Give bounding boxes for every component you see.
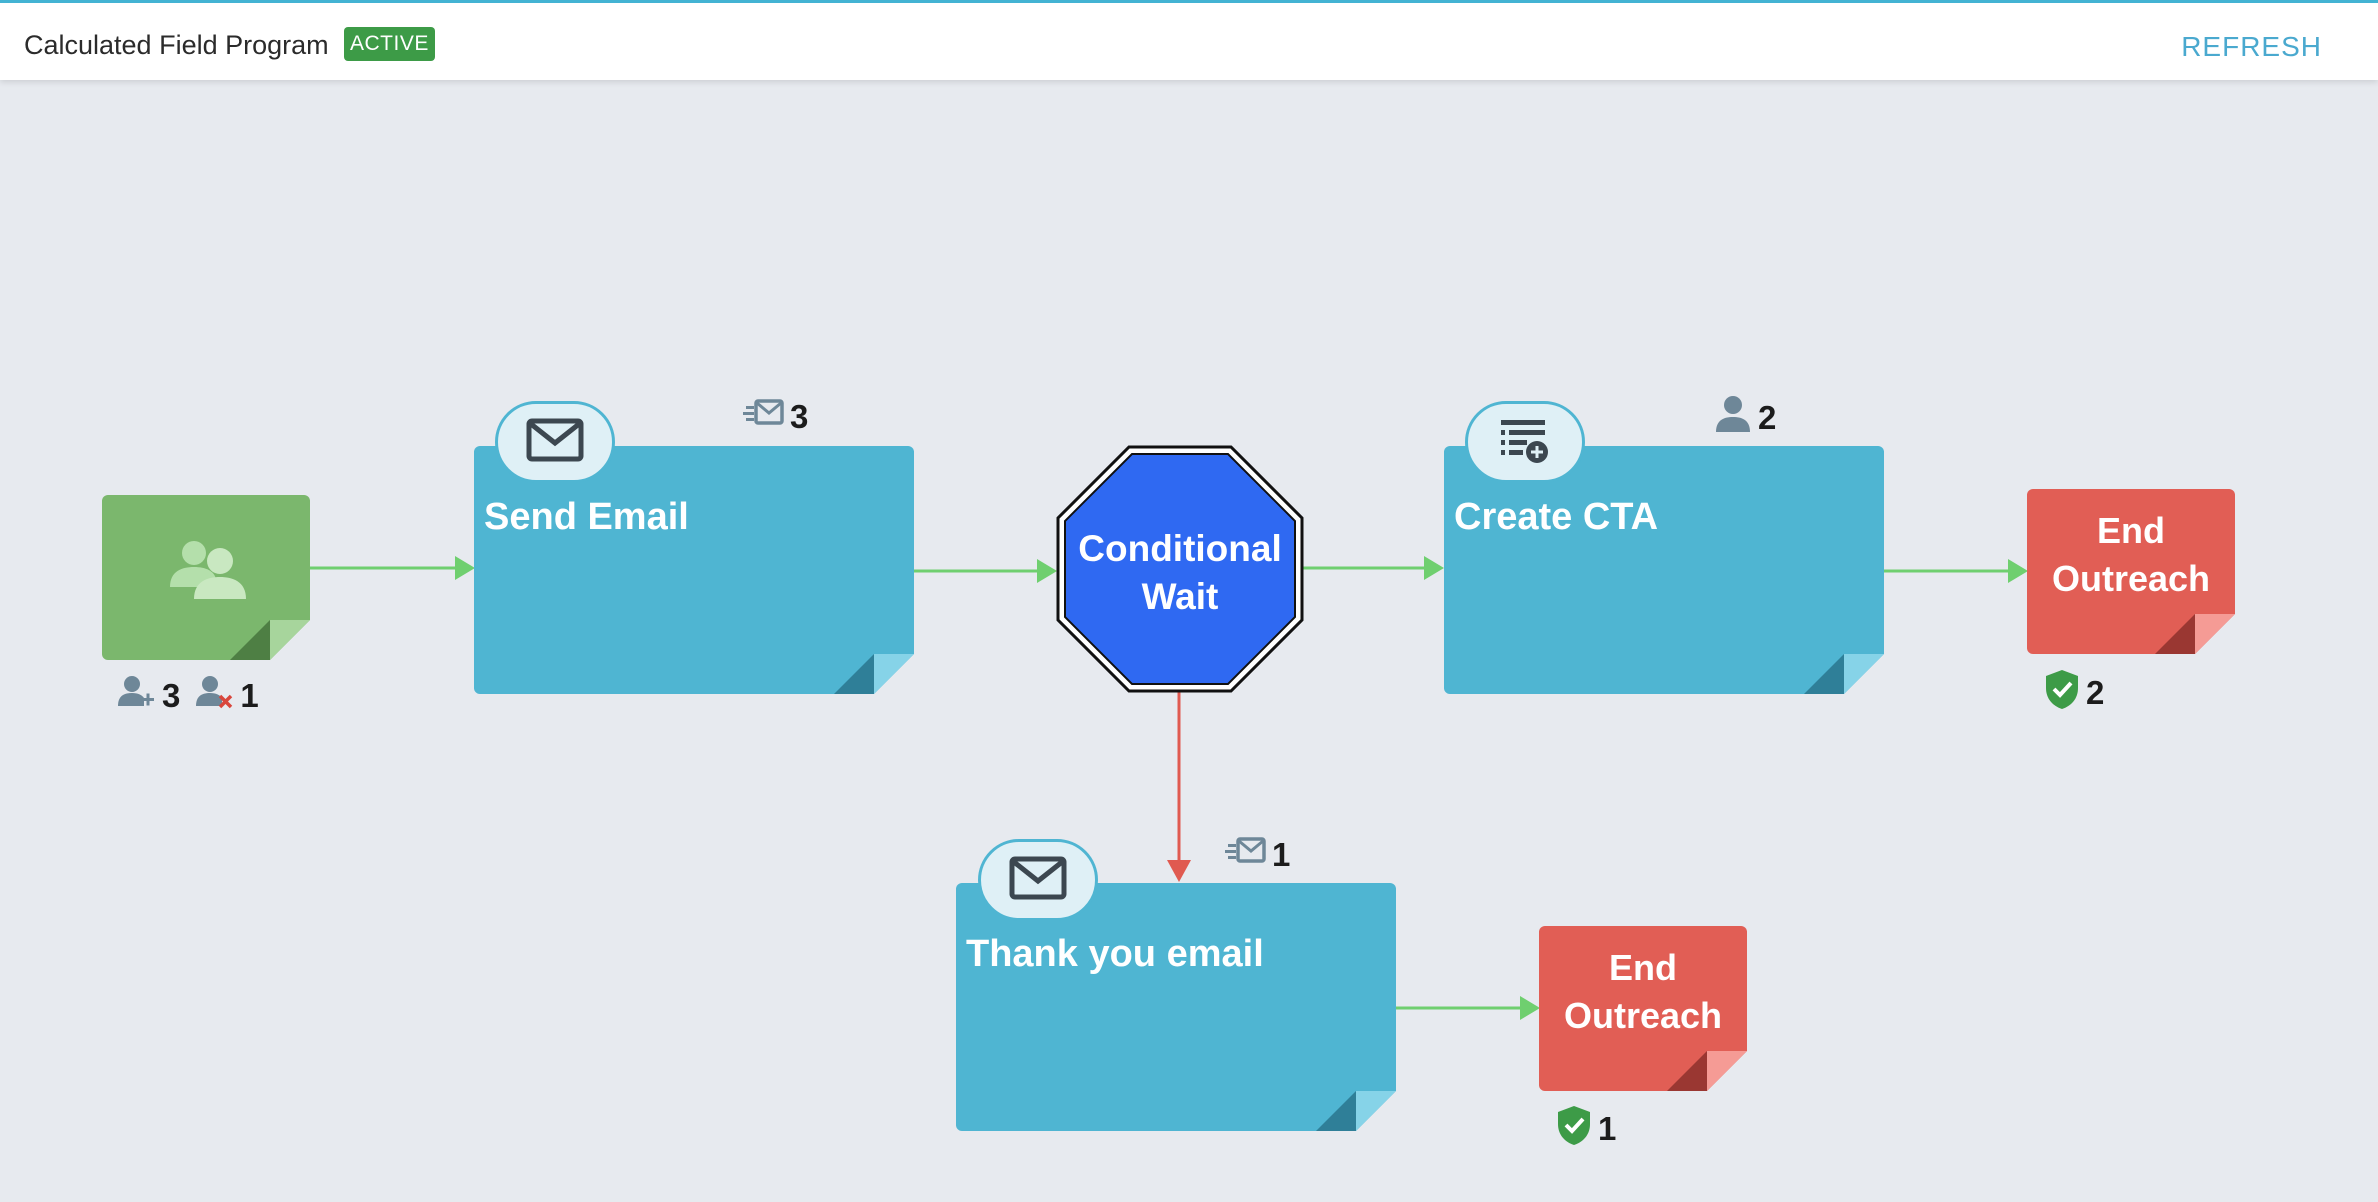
arrowhead	[1037, 559, 1057, 583]
end-outreach-bottom-stat: 1	[1556, 1104, 1616, 1154]
send-email-label: Send Email	[484, 496, 689, 538]
end-outreach-label: End Outreach	[1563, 947, 1723, 1036]
thank-you-email-sent-count: 1	[1272, 836, 1291, 873]
program-header: Calculated Field Program ACTIVE REFRESH	[0, 0, 2378, 80]
start-stats: 3 1	[116, 672, 259, 720]
arrowhead	[1167, 860, 1191, 882]
email-sent-icon	[742, 398, 784, 436]
arrowhead	[2008, 559, 2028, 583]
send-email-node[interactable]: Send Email	[474, 446, 914, 694]
create-cta-type-badge	[1465, 401, 1585, 483]
user-add-icon	[116, 672, 156, 720]
arrowhead	[1520, 996, 1540, 1020]
conditional-wait-label: Conditional Wait	[1078, 528, 1282, 617]
flow-canvas: 3 1 Send Email	[0, 80, 2378, 1202]
send-email-sent-count: 3	[790, 398, 809, 435]
thank-you-email-sent-stat: 1	[1224, 836, 1290, 874]
end-outreach-bottom-count: 1	[1598, 1110, 1617, 1147]
program-title: Calculated Field Program	[24, 30, 329, 60]
send-email-sent-stat: 3	[742, 398, 808, 436]
end-outreach-top-count: 2	[2086, 674, 2105, 711]
shield-check-icon	[2044, 668, 2080, 718]
start-node[interactable]	[102, 495, 310, 660]
envelope-icon	[526, 418, 584, 467]
octagon-shape	[1056, 445, 1304, 693]
list-add-icon	[1499, 416, 1551, 469]
shield-check-icon	[1556, 1104, 1592, 1154]
end-outreach-label: End Outreach	[2051, 510, 2211, 599]
create-cta-people-count: 2	[1758, 399, 1777, 436]
refresh-button[interactable]: REFRESH	[2181, 31, 2322, 62]
end-outreach-top-stat: 2	[2044, 668, 2104, 718]
send-email-type-badge	[495, 401, 615, 483]
conditional-wait-node[interactable]: Conditional Wait	[1056, 445, 1304, 693]
removed-count: 1	[240, 677, 259, 714]
email-sent-icon	[1224, 836, 1266, 874]
end-outreach-node-bottom[interactable]: End Outreach	[1539, 926, 1747, 1091]
envelope-icon	[1009, 856, 1067, 905]
arrowhead	[455, 556, 475, 580]
create-cta-people-stat: 2	[1714, 394, 1776, 442]
create-cta-node[interactable]: Create CTA	[1444, 446, 1884, 694]
thank-you-email-label: Thank you email	[966, 933, 1264, 975]
end-outreach-node-top[interactable]: End Outreach	[2027, 489, 2235, 654]
arrowhead	[1424, 556, 1444, 580]
added-count: 3	[162, 677, 181, 714]
group-icon	[162, 535, 252, 605]
thank-you-email-type-badge	[978, 839, 1098, 921]
person-icon	[1714, 394, 1752, 442]
create-cta-label: Create CTA	[1454, 496, 1659, 538]
status-badge: ACTIVE	[344, 27, 435, 61]
user-remove-icon	[194, 672, 234, 720]
thank-you-email-node[interactable]: Thank you email	[956, 883, 1396, 1131]
